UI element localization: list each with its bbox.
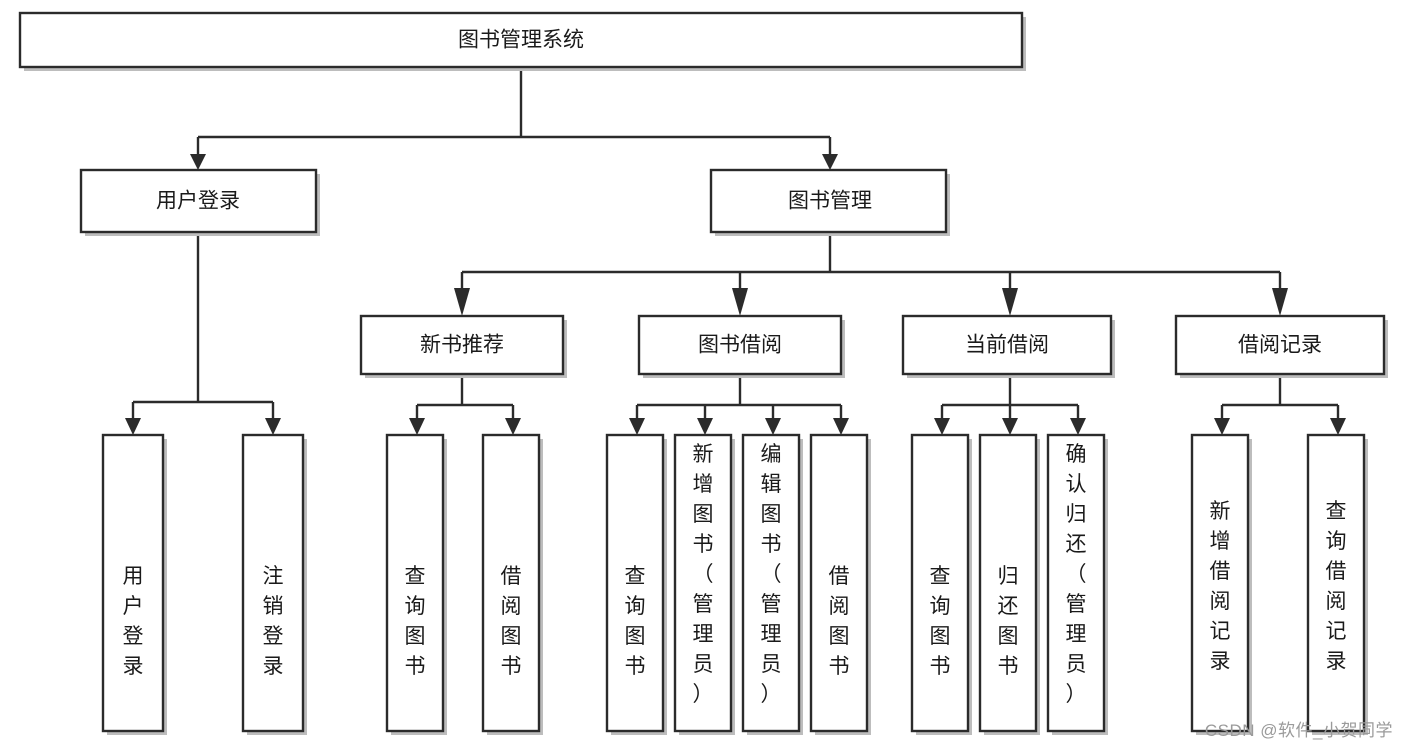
leaf-borrow-record-2-label: 查询借阅记录 — [1326, 500, 1347, 673]
arrow-bookborrow-leaf1 — [629, 418, 645, 435]
leaf-current-borrow-3[interactable]: 确认归还（管理员） — [1046, 433, 1108, 735]
node-borrow-record[interactable]: 借阅记录 — [1174, 314, 1388, 378]
connector-layer — [125, 67, 1346, 435]
new-book-recommend-label: 新书推荐 — [420, 334, 504, 357]
leaf-book-borrow-2-label: 新增图书（管理员） — [693, 443, 714, 706]
arrow-borrowrecord-leaf2 — [1330, 418, 1346, 435]
leaf-current-borrow-2[interactable]: 归还图书 — [978, 433, 1040, 735]
book-borrow-label: 图书借阅 — [698, 334, 782, 357]
leaf-book-borrow-1-box[interactable] — [605, 433, 665, 733]
leaf-book-borrow-4-box[interactable] — [809, 433, 869, 733]
user-login-label: 用户登录 — [156, 190, 240, 213]
arrow-to-new-book — [454, 288, 470, 316]
node-root-system[interactable]: 图书管理系统 — [18, 11, 1026, 71]
node-current-borrow[interactable]: 当前借阅 — [901, 314, 1115, 378]
leaf-book-borrow-1-label: 查询图书 — [625, 565, 646, 678]
leaf-book-borrow-4-label: 借阅图书 — [829, 565, 850, 678]
leaf-book-borrow-2[interactable]: 新增图书（管理员） — [673, 433, 735, 735]
arrow-bookborrow-leaf4 — [833, 418, 849, 435]
arrow-to-book-mgmt — [822, 154, 838, 170]
book-management-label: 图书管理 — [788, 190, 872, 213]
root-box[interactable] — [18, 11, 1024, 69]
leaf-user-login-2-box[interactable] — [241, 433, 305, 733]
arrow-currentborrow-leaf2 — [1002, 418, 1018, 435]
leaf-user-login-1-box[interactable] — [101, 433, 165, 733]
leaf-current-borrow-1-box[interactable] — [910, 433, 970, 733]
leaf-book-borrow-2-box[interactable] — [673, 433, 733, 733]
arrow-borrowrecord-leaf1 — [1214, 418, 1230, 435]
leaf-user-login-2[interactable]: 注销登录 — [241, 433, 307, 735]
leaf-book-borrow-3[interactable]: 编辑图书（管理员） — [741, 433, 803, 735]
arrow-userlogin-leaf2 — [265, 418, 281, 435]
leaf-user-login-1[interactable]: 用户登录 — [101, 433, 167, 735]
user-login-box[interactable] — [79, 168, 318, 234]
arrow-to-borrow-record — [1272, 288, 1288, 316]
leaf-current-borrow-3-label: 确认归还（管理员） — [1066, 443, 1087, 706]
leaf-current-borrow-3-box[interactable] — [1046, 433, 1106, 733]
leaf-borrow-record-2-box[interactable] — [1306, 433, 1366, 733]
node-new-book-recommend[interactable]: 新书推荐 — [359, 314, 567, 378]
leaf-borrow-record-1-box[interactable] — [1190, 433, 1250, 733]
leaf-current-borrow-1[interactable]: 查询图书 — [910, 433, 972, 735]
leaf-new-book-2[interactable]: 借阅图书 — [481, 433, 543, 735]
leaf-user-login-2-label: 注销登录 — [263, 565, 284, 678]
book-borrow-box[interactable] — [637, 314, 843, 376]
node-book-borrow[interactable]: 图书借阅 — [637, 314, 845, 378]
leaf-current-borrow-2-box[interactable] — [978, 433, 1038, 733]
arrow-bookborrow-leaf2 — [697, 418, 713, 435]
arrow-to-user-login — [190, 154, 206, 170]
borrow-record-label: 借阅记录 — [1238, 334, 1322, 357]
leaf-borrow-record-1-label: 新增借阅记录 — [1210, 500, 1231, 673]
leaf-new-book-1-box[interactable] — [385, 433, 445, 733]
leaf-new-book-2-box[interactable] — [481, 433, 541, 733]
node-user-login[interactable]: 用户登录 — [79, 168, 320, 236]
leaf-borrow-record-1[interactable]: 新增借阅记录 — [1190, 433, 1252, 735]
arrow-newbook-leaf1 — [409, 418, 425, 435]
leaf-book-borrow-1[interactable]: 查询图书 — [605, 433, 667, 735]
root-label: 图书管理系统 — [458, 29, 584, 52]
leaf-new-book-1-label: 查询图书 — [405, 565, 426, 678]
leaf-book-borrow-4[interactable]: 借阅图书 — [809, 433, 871, 735]
arrow-newbook-leaf2 — [505, 418, 521, 435]
new-book-recommend-box[interactable] — [359, 314, 565, 376]
arrow-currentborrow-leaf3 — [1070, 418, 1086, 435]
leaf-borrow-record-2[interactable]: 查询借阅记录 — [1306, 433, 1368, 735]
arrow-bookborrow-leaf3 — [765, 418, 781, 435]
leaf-current-borrow-2-label: 归还图书 — [998, 565, 1019, 678]
current-borrow-box[interactable] — [901, 314, 1113, 376]
leaf-book-borrow-3-box[interactable] — [741, 433, 801, 733]
arrow-userlogin-leaf1 — [125, 418, 141, 435]
node-book-management[interactable]: 图书管理 — [709, 168, 950, 236]
book-management-box[interactable] — [709, 168, 948, 234]
arrow-to-current-borrow — [1002, 288, 1018, 316]
current-borrow-label: 当前借阅 — [965, 334, 1049, 357]
leaf-current-borrow-1-label: 查询图书 — [930, 565, 951, 678]
leaf-book-borrow-3-label: 编辑图书（管理员） — [761, 443, 782, 706]
arrow-currentborrow-leaf1 — [934, 418, 950, 435]
leaf-new-book-2-label: 借阅图书 — [501, 565, 522, 678]
arrow-to-book-borrow — [732, 288, 748, 316]
leaf-new-book-1[interactable]: 查询图书 — [385, 433, 447, 735]
borrow-record-box[interactable] — [1174, 314, 1386, 376]
leaf-user-login-1-label: 用户登录 — [123, 565, 144, 678]
